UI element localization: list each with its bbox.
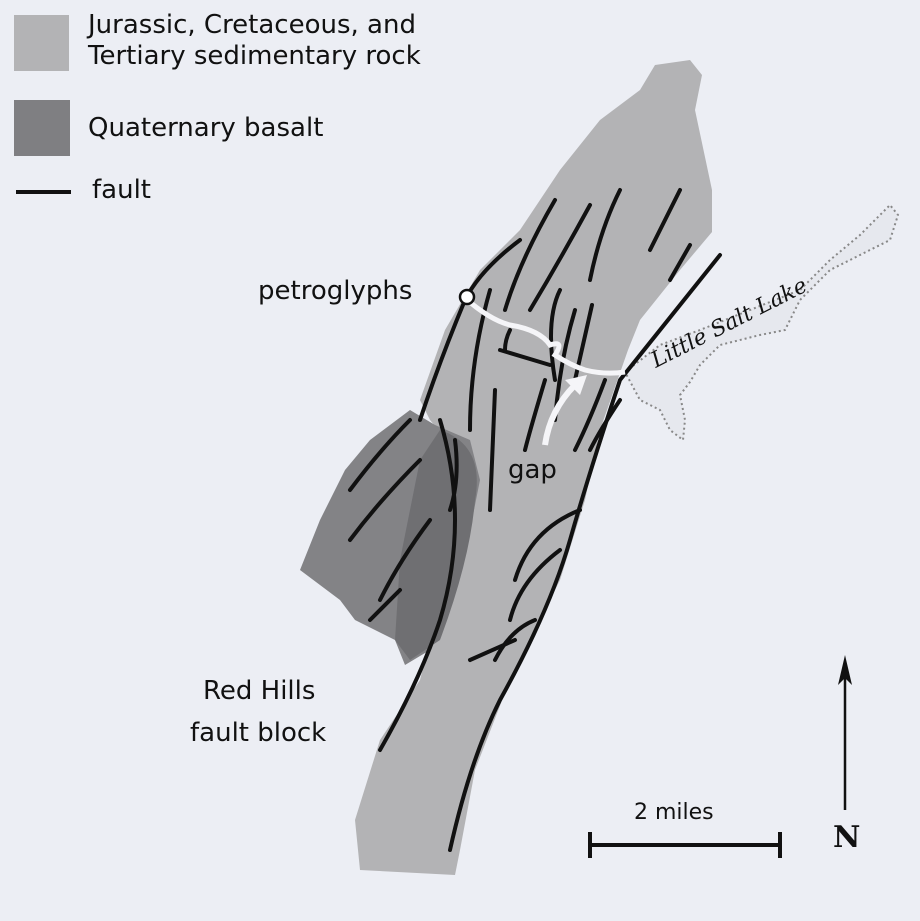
faults [348, 188, 722, 852]
petroglyphs-marker [458, 288, 476, 306]
legend-swatch-sedimentary [14, 15, 69, 71]
fault [448, 438, 459, 512]
fault [368, 588, 402, 622]
label-petroglyphs: petroglyphs [258, 276, 413, 306]
north-arrow-head [838, 655, 852, 685]
legend-label-basalt: Quaternary basalt [88, 113, 324, 143]
fault [573, 378, 607, 452]
scale-bar [588, 832, 782, 858]
legend-swatch-basalt [14, 100, 70, 156]
gap-arrow [542, 382, 578, 446]
fault [648, 188, 682, 252]
legend-fault-line [16, 190, 71, 194]
fault [508, 548, 562, 622]
label-red-hills-1: Red Hills [203, 676, 316, 706]
fault [348, 418, 412, 492]
fault [418, 298, 467, 422]
label-gap: gap [508, 455, 557, 485]
fault [513, 508, 582, 582]
fault [468, 288, 492, 432]
trail [463, 296, 626, 376]
north-label: N [833, 820, 861, 855]
fault [488, 388, 497, 512]
fault [468, 638, 517, 662]
legend-label-sedimentary-2: Tertiary sedimentary rock [88, 41, 421, 71]
fault [348, 458, 422, 542]
scale-bar-label: 2 miles [634, 800, 714, 825]
legend-label-fault: fault [92, 175, 151, 205]
fault [668, 243, 692, 282]
fault [503, 328, 512, 352]
label-red-hills-2: fault block [190, 718, 327, 748]
gap-arrow-head [565, 375, 587, 395]
lake-outline [623, 203, 900, 442]
fault [498, 348, 552, 367]
sedimentary-rock-area [355, 60, 712, 875]
fault [378, 518, 432, 602]
fault [528, 203, 592, 312]
fault [493, 618, 537, 662]
fault [588, 188, 622, 282]
fault [378, 418, 457, 752]
fault [448, 253, 722, 852]
fault [549, 288, 562, 382]
fault [503, 198, 557, 312]
fault [588, 398, 622, 452]
fault [523, 378, 547, 452]
legend-label-sedimentary-1: Jurassic, Cretaceous, and [88, 10, 416, 40]
